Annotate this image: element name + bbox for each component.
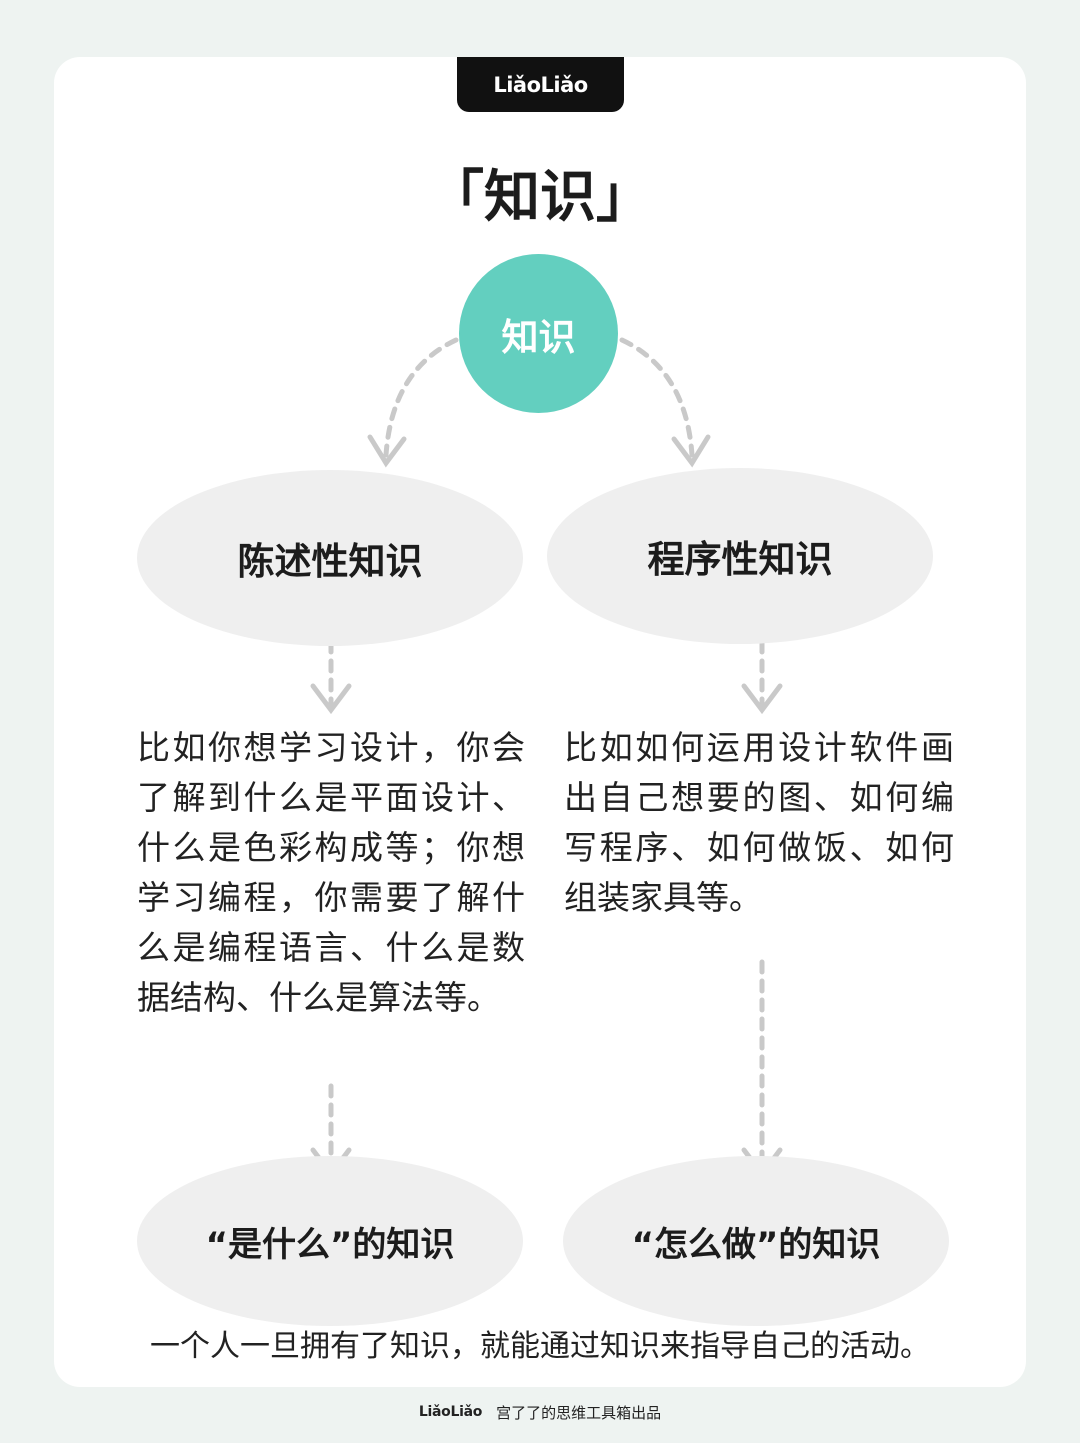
declarative-description: 比如你想学习设计，你会了解到什么是平面设计、什么是色彩构成等；你想学习编程，你需…	[137, 728, 525, 1017]
procedural-description: 比如如何运用设计软件画出自己想要的图、如何编写程序、如何做饭、如何组装家具等。	[564, 728, 954, 917]
page-title: 「知识」	[428, 165, 652, 230]
arrow-root-to-declarative	[383, 337, 459, 458]
brand-logo-tab: LiǎoLiǎo	[457, 57, 624, 112]
footer: LiǎoLiǎo 宫了了的思维工具箱出品	[0, 1396, 1080, 1428]
node-what-label: “是什么”的知识	[205, 1224, 455, 1265]
node-how-label: “怎么做”的知识	[631, 1224, 881, 1265]
arrowhead-declarative-to-desc	[310, 683, 352, 715]
arrowhead-root-to-procedural	[671, 434, 711, 468]
conclusion-text: 一个人一旦拥有了知识，就能通过知识来指导自己的活动。	[150, 1329, 930, 1364]
brand-logo-text: LiǎoLiǎo	[493, 72, 588, 97]
arrow-root-to-procedural	[619, 337, 695, 458]
arrowhead-procedural-to-desc	[741, 683, 783, 715]
arrowhead-root-to-declarative	[367, 434, 407, 468]
node-procedural-knowledge: 程序性知识	[547, 468, 933, 644]
root-node-label: 知识	[501, 315, 576, 359]
node-what-knowledge: “是什么”的知识	[137, 1156, 523, 1326]
footer-logo: LiǎoLiǎo	[418, 1404, 483, 1420]
node-declarative-knowledge: 陈述性知识	[137, 470, 523, 646]
node-how-knowledge: “怎么做”的知识	[563, 1156, 949, 1326]
node-procedural-label: 程序性知识	[647, 538, 833, 581]
node-declarative-label: 陈述性知识	[237, 540, 423, 583]
footer-credit: 宫了了的思维工具箱出品	[496, 1403, 662, 1422]
root-node-knowledge: 知识	[459, 254, 618, 413]
